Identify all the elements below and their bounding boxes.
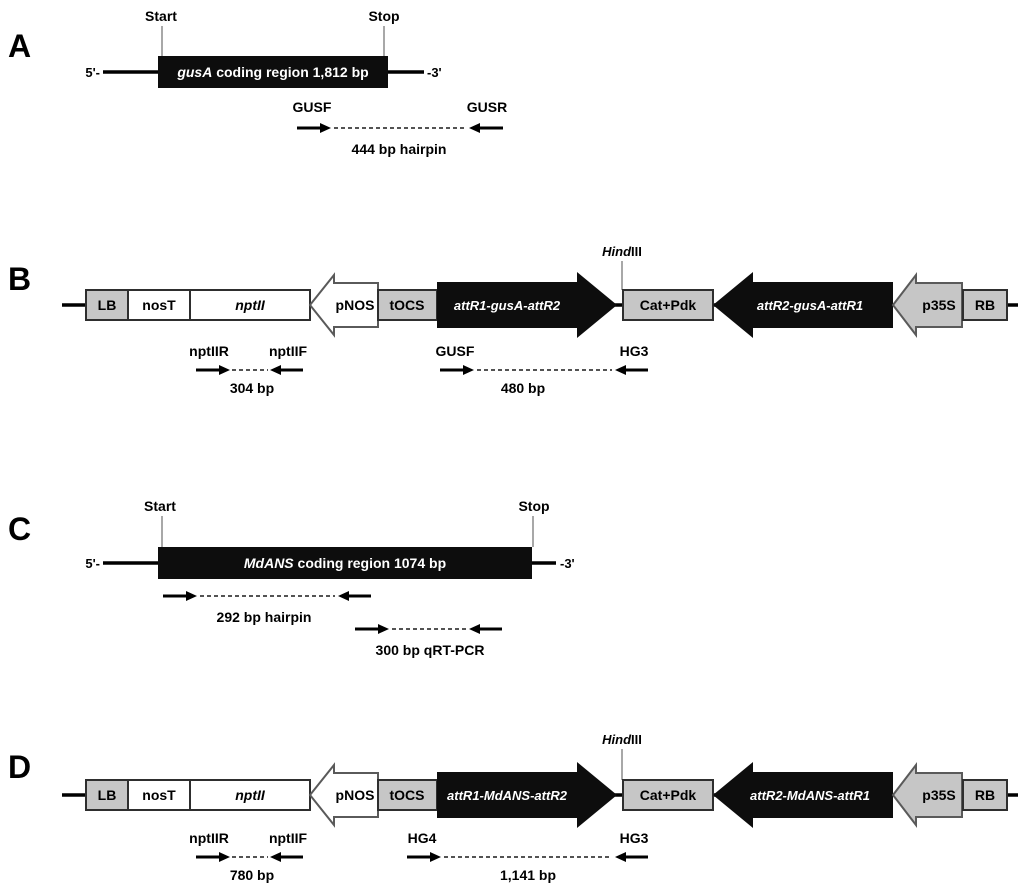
tocs-box	[377, 779, 438, 811]
gene-forward-primer-arrowhead	[430, 852, 441, 862]
five-prime-label: 5'-	[85, 556, 100, 571]
catpdk-label: Cat+Pdk	[640, 787, 697, 803]
cassette-forward-label: attR1-MdANS-attR2	[447, 788, 568, 803]
primer-gusf-label: GUSF	[293, 99, 332, 115]
cassette-reverse-label: attR2-gusA-attR1	[757, 298, 863, 313]
primer-hg3-label: HG3	[620, 830, 649, 846]
rb-label: RB	[975, 787, 995, 803]
stop-label: Stop	[368, 8, 399, 24]
cassette-reverse-arrow	[713, 762, 893, 828]
qrt-reverse-primer-arrowhead	[469, 624, 480, 634]
primer-nptiif-label: nptIIF	[269, 343, 308, 359]
nost-box	[127, 779, 191, 811]
nptii-amplicon-size-label: 304 bp	[230, 380, 274, 396]
three-prime-label: -3'	[427, 65, 442, 80]
gene-reverse-primer-arrowhead	[615, 365, 626, 375]
nost-box	[127, 289, 191, 321]
rb-box	[962, 779, 1008, 811]
nptii-reverse-primer-arrowhead	[270, 365, 281, 375]
primer-hg4-label: HG4	[408, 830, 437, 846]
start-label: Start	[145, 8, 177, 24]
nptii-box	[189, 289, 311, 321]
panel-b-letter: B	[8, 261, 31, 297]
primer-nptiif-label: nptIIF	[269, 830, 308, 846]
three-prime-label: -3'	[560, 556, 575, 571]
mdans-coding-region-box	[158, 547, 532, 579]
lb-label: LB	[98, 297, 117, 313]
nptii-forward-primer-arrowhead	[219, 852, 230, 862]
hindiii-label: HindIII	[602, 732, 642, 747]
forward-primer-arrowhead	[320, 123, 331, 133]
gene-forward-primer-arrowhead	[463, 365, 474, 375]
gene-amplicon-size-label: 480 bp	[501, 380, 545, 396]
mdans-coding-region-label: MdANS coding region 1074 bp	[244, 555, 446, 571]
stop-label: Stop	[518, 498, 549, 514]
hairpin-reverse-primer-arrowhead	[338, 591, 349, 601]
start-label: Start	[144, 498, 176, 514]
five-prime-label: 5'-	[85, 65, 100, 80]
p35s-label: p35S	[922, 787, 955, 803]
panel-d: D HindIII LB nosT nptII pNOS tOCS attR1-…	[8, 732, 1018, 883]
catpdk-box	[622, 289, 714, 321]
primer-nptiir-label: nptIIR	[189, 830, 229, 846]
cassette-forward-label: attR1-gusA-attR2	[454, 298, 561, 313]
cassette-forward-arrow	[437, 272, 617, 338]
primer-gusr-label: GUSR	[467, 99, 507, 115]
gene-reverse-primer-arrowhead	[615, 852, 626, 862]
nost-label: nosT	[142, 787, 176, 803]
primer-hg3-label: HG3	[620, 343, 649, 359]
rb-box	[962, 289, 1008, 321]
lb-label: LB	[98, 787, 117, 803]
panel-c: C Start Stop 5'- MdANS coding region 107…	[8, 498, 575, 658]
panel-d-letter: D	[8, 749, 31, 785]
pnos-label: pNOS	[336, 787, 375, 803]
lb-box	[85, 289, 129, 321]
nptii-reverse-primer-arrowhead	[270, 852, 281, 862]
qrt-forward-primer-arrowhead	[378, 624, 389, 634]
panel-c-letter: C	[8, 511, 31, 547]
tocs-box	[377, 289, 438, 321]
nost-label: nosT	[142, 297, 176, 313]
amplicon-size-label: 444 bp hairpin	[352, 141, 447, 157]
gene-amplicon-size-label: 1,141 bp	[500, 867, 556, 883]
nptii-forward-primer-arrowhead	[219, 365, 230, 375]
primer-nptiir-label: nptIIR	[189, 343, 229, 359]
nptii-label: nptII	[235, 787, 266, 803]
reverse-primer-arrowhead	[469, 123, 480, 133]
cassette-reverse-label: attR2-MdANS-attR1	[750, 788, 870, 803]
p35s-label: p35S	[922, 297, 955, 313]
nptii-amplicon-size-label: 780 bp	[230, 867, 274, 883]
tocs-label: tOCS	[390, 297, 425, 313]
hairpin-forward-primer-arrowhead	[186, 591, 197, 601]
hindiii-label: HindIII	[602, 244, 642, 259]
catpdk-label: Cat+Pdk	[640, 297, 697, 313]
tocs-label: tOCS	[390, 787, 425, 803]
panel-b: B HindIII LB nosT nptII pNOS tOCS attR1-…	[8, 244, 1018, 396]
nptii-label: nptII	[235, 297, 266, 313]
panel-a: A Start Stop 5'- gusA coding region 1,81…	[8, 8, 507, 157]
pnos-label: pNOS	[336, 297, 375, 313]
panel-a-letter: A	[8, 28, 31, 64]
hairpin-amplicon-size-label: 292 bp hairpin	[217, 609, 312, 625]
cassette-reverse-arrow	[713, 272, 893, 338]
qrt-amplicon-size-label: 300 bp qRT-PCR	[376, 642, 485, 658]
cassette-forward-arrow	[437, 762, 617, 828]
gusa-coding-region-box	[158, 56, 388, 88]
gusa-coding-region-label: gusA coding region 1,812 bp	[176, 64, 368, 80]
rb-label: RB	[975, 297, 995, 313]
primer-gusf-label: GUSF	[436, 343, 475, 359]
